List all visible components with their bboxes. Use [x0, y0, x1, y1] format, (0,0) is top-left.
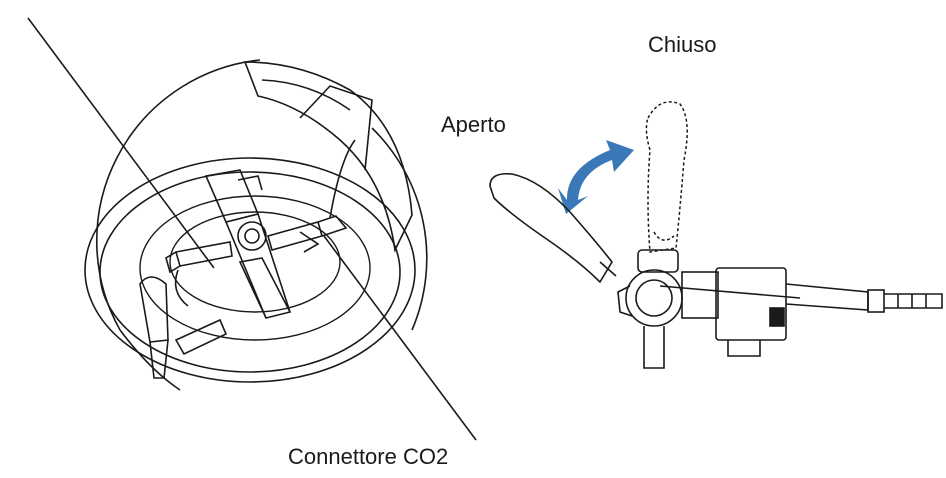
open-lever — [489, 172, 617, 284]
open-close-arrow — [558, 140, 634, 214]
open-label: Aperto — [441, 112, 506, 137]
co2-connector-label: Connettore CO2 — [288, 444, 449, 469]
closed-lever — [645, 101, 688, 253]
leader-line-lower — [323, 235, 477, 441]
keg-detail-view — [84, 59, 428, 391]
leader-line-upper — [27, 17, 215, 269]
closed-label: Chiuso — [648, 32, 717, 57]
valve-body — [617, 249, 943, 369]
